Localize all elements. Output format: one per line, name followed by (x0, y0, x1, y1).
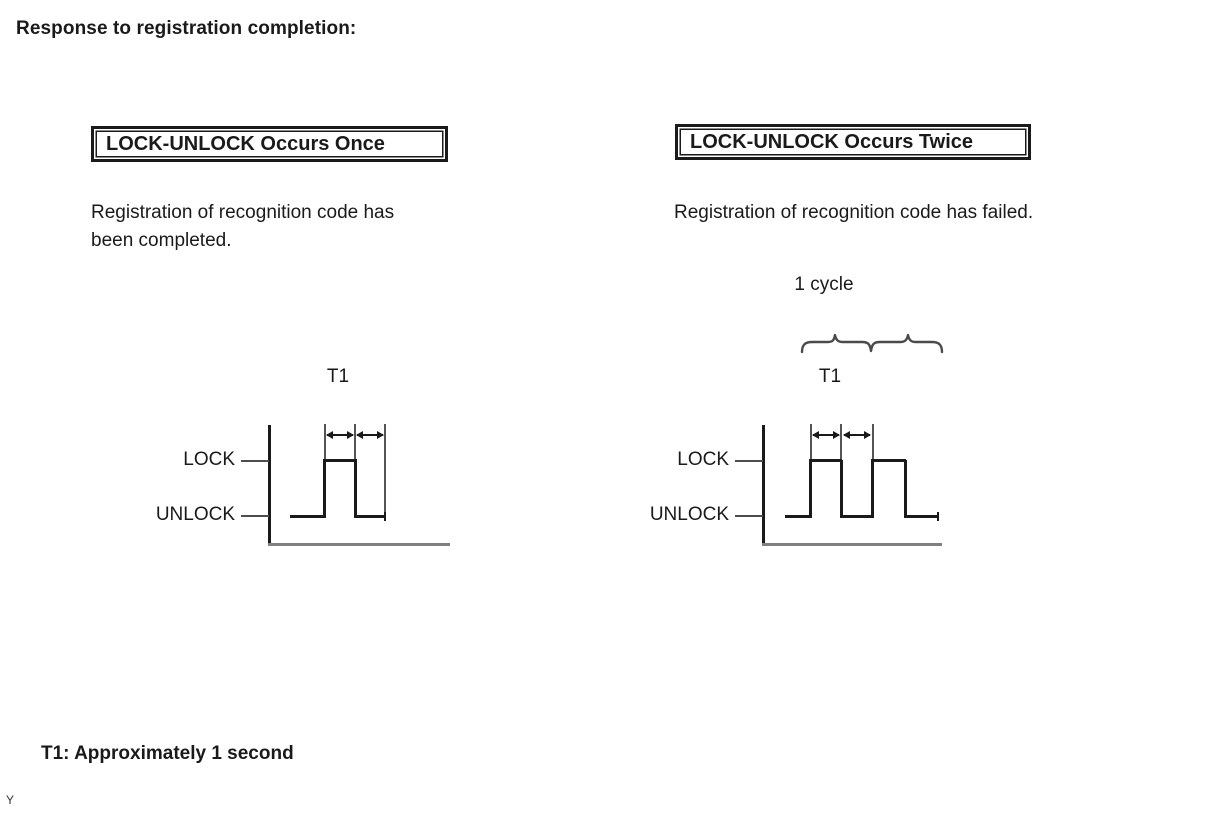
t1-dimension-arrow-1-twice (812, 431, 840, 439)
waveform-segment-high-1-once (323, 459, 357, 462)
waveform-segment-low-start-once (290, 515, 326, 518)
case-header-once: LOCK-UNLOCK Occurs Once (91, 126, 448, 162)
signal-axis-horizontal-twice (762, 543, 942, 546)
lock-level-label-once: LOCK (183, 449, 235, 470)
page-mark: Y (6, 793, 15, 807)
lock-level-label-twice: LOCK (677, 449, 729, 470)
unlock-level-label-twice: UNLOCK (649, 504, 729, 525)
case-panel-once: LOCK-UNLOCK Occurs Once Registration of … (91, 126, 491, 546)
waveform-segment-high-2-twice (871, 459, 906, 462)
waveform-edge-fall-1-twice (840, 460, 843, 518)
extension-line-2-once (354, 424, 356, 462)
waveform-edge-rise-2-twice (871, 460, 874, 518)
extension-line-3-once (384, 424, 386, 516)
page-title: Response to registration completion: (16, 18, 357, 39)
case-description-twice-line1: Registration of recognition code has fai… (674, 202, 1034, 223)
signal-axis-vertical-once (268, 425, 271, 546)
t1-label-once: T1 (326, 366, 350, 387)
case-description-once-line2: been completed. (91, 230, 232, 251)
case-description-once-line1: Registration of recognition code has (91, 202, 395, 223)
signal-axis-vertical-twice (762, 425, 765, 546)
lock-level-tick-once (241, 460, 269, 462)
t1-footnote: T1: Approximately 1 second (41, 743, 294, 764)
t1-dimension-arrow-2-once (356, 431, 384, 439)
unlock-level-tick-twice (735, 515, 763, 517)
case-description-twice: Registration of recognition code has fai… (674, 199, 1144, 227)
extension-line-1-twice (810, 424, 812, 462)
waveform-edge-fall-2-twice (904, 460, 907, 518)
case-description-once: Registration of recognition code has bee… (91, 199, 491, 255)
t1-dimension-arrow-2-twice (843, 431, 871, 439)
waveform-edge-fall-1-once (354, 460, 357, 518)
extension-line-2-twice (840, 424, 842, 462)
waveform-segment-low-start-twice (785, 515, 812, 518)
case-panel-twice: LOCK-UNLOCK Occurs Twice Registration of… (604, 0, 1208, 814)
cycle-label-twice: 1 cycle (794, 274, 854, 295)
t1-dimension-arrow-1-once (326, 431, 354, 439)
unlock-level-tick-once (241, 515, 269, 517)
signal-axis-horizontal-once (268, 543, 450, 546)
waveform-segment-low-middle-twice (840, 515, 873, 518)
waveform-edge-rise-1-twice (809, 460, 812, 518)
case-header-twice: LOCK-UNLOCK Occurs Twice (675, 124, 1031, 160)
waveform-edge-rise-1-once (323, 460, 326, 518)
t1-label-twice: T1 (818, 366, 842, 387)
waveform-end-cap-once (384, 512, 386, 521)
cycle-brace-twice (800, 326, 944, 354)
unlock-level-label-once: UNLOCK (155, 504, 235, 525)
extension-line-1-once (324, 424, 326, 462)
waveform-segment-low-end-once (354, 515, 386, 518)
waveform-segment-low-end-twice (904, 515, 938, 518)
extension-line-3-twice (872, 424, 874, 462)
waveform-end-cap-twice (937, 512, 939, 521)
lock-level-tick-twice (735, 460, 763, 462)
waveform-segment-high-1-twice (809, 459, 842, 462)
